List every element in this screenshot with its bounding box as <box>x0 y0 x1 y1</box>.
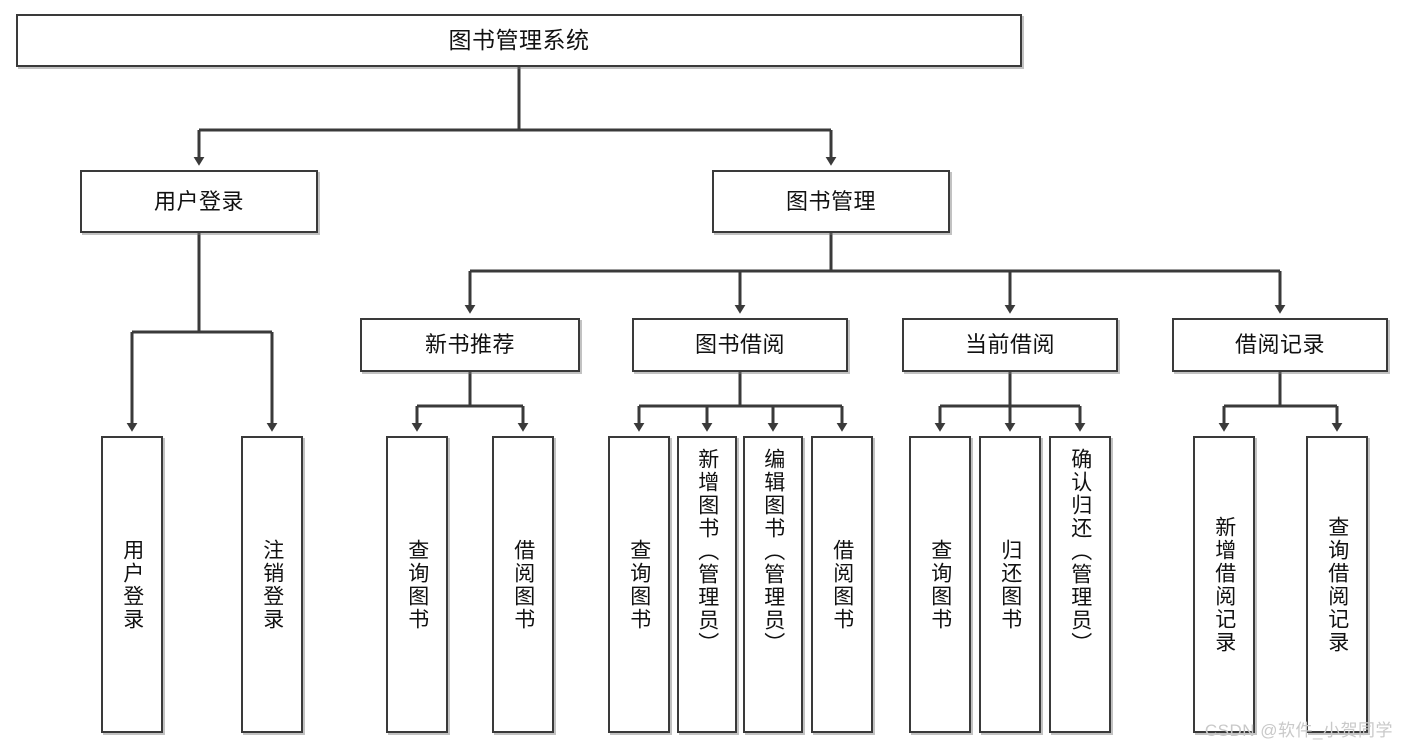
node-root-system[interactable]: 图书管理系统 <box>16 14 1022 67</box>
leaf-borrow-book[interactable]: 借阅图书 <box>811 436 873 733</box>
leaf-confirm-return-admin[interactable]: 确认归还（管理员） <box>1049 436 1111 733</box>
node-label: 借阅图书 <box>830 538 854 631</box>
leaf-edit-book-admin[interactable]: 编辑图书（管理员） <box>743 436 803 733</box>
node-borrow-records[interactable]: 借阅记录 <box>1172 318 1388 372</box>
node-label: 注销登录 <box>260 538 284 631</box>
node-label: 查询图书 <box>627 538 651 631</box>
node-label: 图书借阅 <box>694 332 785 358</box>
node-label: 图书管理系统 <box>448 26 590 53</box>
node-label: 归还图书 <box>998 538 1022 631</box>
csdn-watermark: CSDN @软件_小贺同学 <box>1204 721 1393 740</box>
node-label: 编辑图书（管理员） <box>761 448 785 655</box>
node-label: 查询图书 <box>405 538 429 631</box>
node-current-borrow[interactable]: 当前借阅 <box>902 318 1118 372</box>
node-label: 新增借阅记录 <box>1212 515 1236 654</box>
node-label: 查询借阅记录 <box>1325 515 1349 654</box>
leaf-return-book[interactable]: 归还图书 <box>979 436 1041 733</box>
leaf-query-book-borrow[interactable]: 查询图书 <box>608 436 670 733</box>
node-label: 当前借阅 <box>964 332 1055 358</box>
leaf-add-borrow-record[interactable]: 新增借阅记录 <box>1193 436 1255 733</box>
node-label: 新增图书（管理员） <box>695 448 719 655</box>
node-label: 用户登录 <box>120 538 144 631</box>
leaf-user-login[interactable]: 用户登录 <box>101 436 163 733</box>
leaf-query-book-recommend[interactable]: 查询图书 <box>386 436 448 733</box>
node-label: 新书推荐 <box>424 332 515 358</box>
node-label: 借阅图书 <box>511 538 535 631</box>
node-user-login[interactable]: 用户登录 <box>80 170 318 233</box>
node-book-management[interactable]: 图书管理 <box>712 170 950 233</box>
node-label: 图书管理 <box>785 188 876 214</box>
node-label: 用户登录 <box>153 188 244 214</box>
leaf-add-book-admin[interactable]: 新增图书（管理员） <box>677 436 737 733</box>
node-new-book-recommend[interactable]: 新书推荐 <box>360 318 580 372</box>
node-label: 确认归还（管理员） <box>1068 448 1092 655</box>
leaf-query-book-current[interactable]: 查询图书 <box>909 436 971 733</box>
node-book-borrow[interactable]: 图书借阅 <box>632 318 848 372</box>
node-label: 借阅记录 <box>1234 332 1325 358</box>
leaf-query-borrow-record[interactable]: 查询借阅记录 <box>1306 436 1368 733</box>
leaf-borrow-book-recommend[interactable]: 借阅图书 <box>492 436 554 733</box>
node-label: 查询图书 <box>928 538 952 631</box>
leaf-logout[interactable]: 注销登录 <box>241 436 303 733</box>
